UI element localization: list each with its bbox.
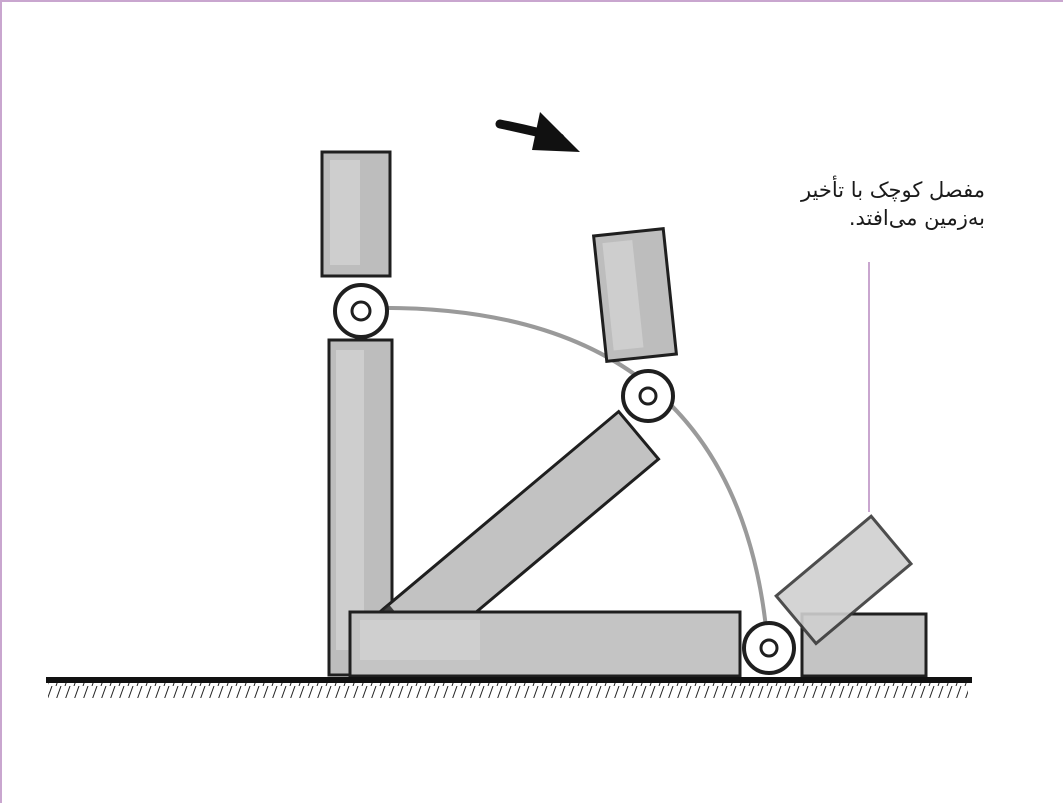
fallen-hinge bbox=[744, 623, 794, 673]
fallen-lower-block bbox=[350, 612, 740, 676]
arrow-right-icon bbox=[500, 112, 580, 152]
upright-hinge bbox=[335, 285, 387, 337]
annotation-pointer-line bbox=[868, 262, 870, 512]
annotation-line-2: به‌زمین می‌افتد. bbox=[725, 204, 985, 232]
upright-upper-block bbox=[322, 152, 390, 276]
annotation-line-1: مفصل کوچک با تأخیر bbox=[725, 176, 985, 204]
ground bbox=[46, 677, 972, 698]
falling-upper-block bbox=[594, 229, 677, 362]
annotation-text: مفصل کوچک با تأخیر به‌زمین می‌افتد. bbox=[725, 176, 985, 232]
falling-hinge bbox=[623, 371, 673, 421]
